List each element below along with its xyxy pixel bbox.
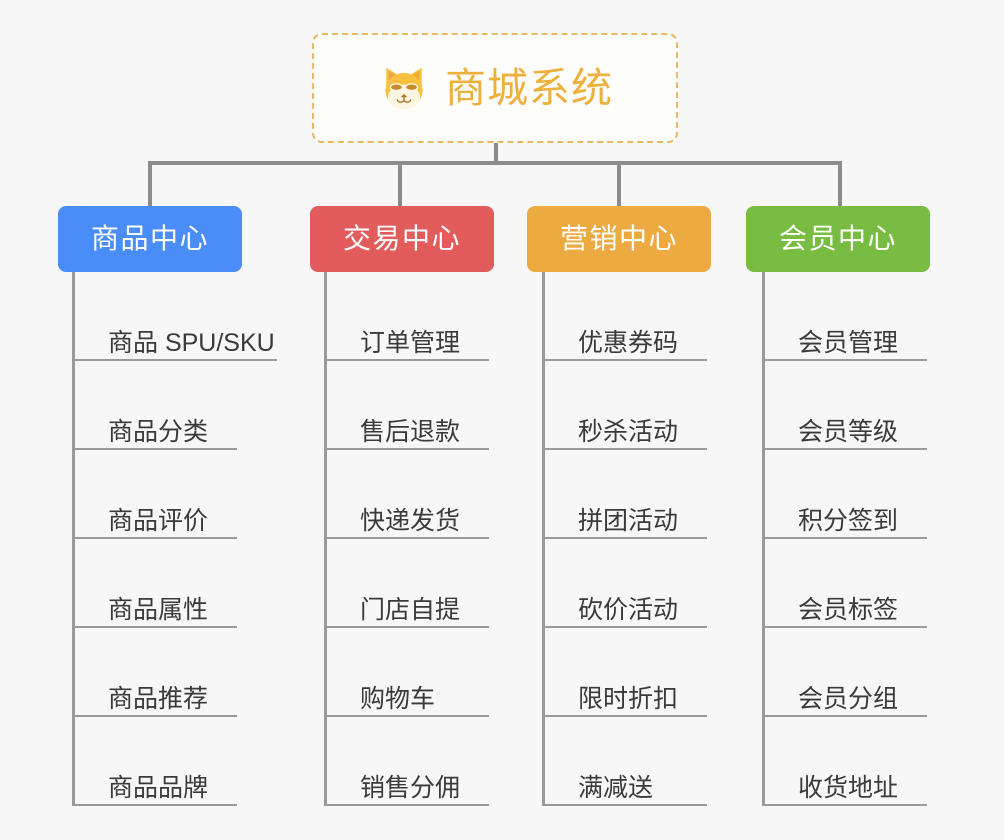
connector-root-stem	[494, 143, 498, 163]
leaf-item-trade-center-6[interactable]: 销售分佣	[324, 717, 499, 806]
leaf-spine-marketing-center	[542, 272, 545, 806]
category-label-marketing-center: 营销中心	[559, 223, 678, 254]
leaf-rule	[324, 715, 489, 717]
leaf-item-label: 商品 SPU/SKU	[108, 328, 275, 357]
leaf-item-product-center-3[interactable]: 商品评价	[72, 450, 287, 539]
leaf-item-label: 会员等级	[798, 417, 899, 446]
leaf-column-marketing-center: 优惠券码秒杀活动拼团活动砍价活动限时折扣满减送	[542, 272, 717, 806]
leaf-rule	[762, 626, 927, 628]
leaf-rule	[72, 804, 237, 806]
leaf-rule	[542, 715, 707, 717]
leaf-rule	[72, 537, 237, 539]
leaf-item-label: 销售分佣	[360, 773, 461, 802]
leaf-spine-trade-center	[324, 272, 327, 806]
leaf-column-member-center: 会员管理会员等级积分签到会员标签会员分组收货地址	[762, 272, 937, 806]
leaf-rule	[324, 537, 489, 539]
category-label-trade-center: 交易中心	[342, 223, 461, 254]
leaf-item-label: 商品推荐	[108, 684, 209, 713]
root-node-mall-system[interactable]: 商城系统	[312, 33, 678, 143]
leaf-rule	[542, 448, 707, 450]
leaf-rule	[72, 715, 237, 717]
leaf-item-label: 优惠券码	[578, 328, 679, 357]
connector-drop-3	[617, 161, 621, 206]
leaf-rule	[324, 448, 489, 450]
leaf-rule	[542, 626, 707, 628]
leaf-item-product-center-5[interactable]: 商品推荐	[72, 628, 287, 717]
leaf-item-label: 门店自提	[360, 595, 461, 624]
connector-horizontal-bus	[148, 161, 842, 165]
leaf-item-marketing-center-5[interactable]: 限时折扣	[542, 628, 717, 717]
leaf-rule	[762, 448, 927, 450]
leaf-item-label: 限时折扣	[578, 684, 679, 713]
shiba-dog-face-icon	[377, 61, 431, 115]
leaf-column-product-center: 商品 SPU/SKU 商品分类商品评价商品属性商品推荐商品品牌	[72, 272, 287, 806]
leaf-item-marketing-center-3[interactable]: 拼团活动	[542, 450, 717, 539]
leaf-rule	[324, 626, 489, 628]
leaf-rule	[324, 359, 489, 361]
leaf-rule	[324, 804, 489, 806]
leaf-item-label: 积分签到	[798, 506, 899, 535]
leaf-column-trade-center: 订单管理售后退款快递发货门店自提购物车销售分佣	[324, 272, 499, 806]
leaf-item-member-center-5[interactable]: 会员分组	[762, 628, 937, 717]
leaf-item-trade-center-5[interactable]: 购物车	[324, 628, 499, 717]
leaf-item-label: 商品评价	[108, 506, 209, 535]
leaf-item-label: 快递发货	[360, 506, 461, 535]
leaf-item-marketing-center-4[interactable]: 砍价活动	[542, 539, 717, 628]
leaf-item-label: 秒杀活动	[578, 417, 679, 446]
leaf-item-label: 会员管理	[798, 328, 899, 357]
leaf-item-label: 满减送	[578, 773, 654, 802]
leaf-item-label: 砍价活动	[578, 595, 679, 624]
category-label-member-center: 会员中心	[778, 223, 897, 254]
leaf-item-marketing-center-6[interactable]: 满减送	[542, 717, 717, 806]
leaf-rule	[72, 359, 277, 361]
leaf-spine-member-center	[762, 272, 765, 806]
category-box-member-center[interactable]: 会员中心	[746, 206, 930, 272]
leaf-rule	[762, 359, 927, 361]
leaf-item-label: 商品品牌	[108, 773, 209, 802]
leaf-item-member-center-1[interactable]: 会员管理	[762, 272, 937, 361]
leaf-item-label: 会员标签	[798, 595, 899, 624]
category-box-marketing-center[interactable]: 营销中心	[527, 206, 711, 272]
connector-drop-2	[398, 161, 402, 206]
leaf-rule	[762, 804, 927, 806]
leaf-item-member-center-3[interactable]: 积分签到	[762, 450, 937, 539]
leaf-item-product-center-4[interactable]: 商品属性	[72, 539, 287, 628]
leaf-rule	[72, 626, 237, 628]
leaf-rule	[762, 537, 927, 539]
category-box-product-center[interactable]: 商品中心	[58, 206, 242, 272]
leaf-item-member-center-2[interactable]: 会员等级	[762, 361, 937, 450]
leaf-rule	[542, 804, 707, 806]
leaf-item-label: 拼团活动	[578, 506, 679, 535]
leaf-item-product-center-2[interactable]: 商品分类	[72, 361, 287, 450]
leaf-spine-product-center	[72, 272, 75, 806]
leaf-item-marketing-center-1[interactable]: 优惠券码	[542, 272, 717, 361]
connector-drop-1	[148, 161, 152, 206]
connector-drop-4	[838, 161, 842, 206]
leaf-rule	[542, 359, 707, 361]
leaf-rule	[542, 537, 707, 539]
leaf-rule	[72, 448, 237, 450]
leaf-item-label: 商品属性	[108, 595, 209, 624]
leaf-item-trade-center-1[interactable]: 订单管理	[324, 272, 499, 361]
leaf-item-label: 订单管理	[360, 328, 461, 357]
leaf-rule	[762, 715, 927, 717]
category-box-trade-center[interactable]: 交易中心	[310, 206, 494, 272]
leaf-item-label: 售后退款	[360, 417, 461, 446]
leaf-item-label: 商品分类	[108, 417, 209, 446]
leaf-item-trade-center-2[interactable]: 售后退款	[324, 361, 499, 450]
leaf-item-trade-center-4[interactable]: 门店自提	[324, 539, 499, 628]
leaf-item-label: 会员分组	[798, 684, 899, 713]
leaf-item-product-center-6[interactable]: 商品品牌	[72, 717, 287, 806]
leaf-item-member-center-4[interactable]: 会员标签	[762, 539, 937, 628]
leaf-item-product-center-1[interactable]: 商品 SPU/SKU	[72, 272, 287, 361]
leaf-item-label: 购物车	[360, 684, 436, 713]
leaf-item-label: 收货地址	[798, 773, 899, 802]
category-label-product-center: 商品中心	[90, 223, 209, 254]
leaf-item-trade-center-3[interactable]: 快递发货	[324, 450, 499, 539]
leaf-item-marketing-center-2[interactable]: 秒杀活动	[542, 361, 717, 450]
leaf-item-member-center-6[interactable]: 收货地址	[762, 717, 937, 806]
root-node-label: 商城系统	[445, 64, 613, 111]
